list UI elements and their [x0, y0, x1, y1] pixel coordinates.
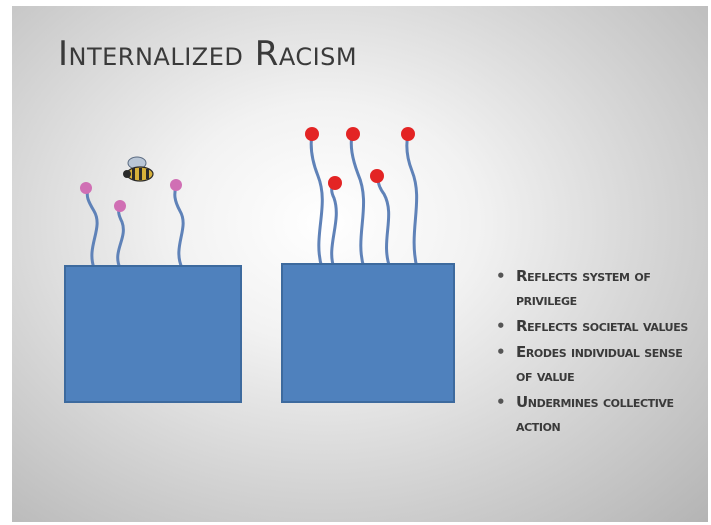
- left-stem-3: [173, 184, 185, 270]
- left-group-stems: [85, 184, 185, 270]
- bullet-item: Reflects system of privilege: [492, 264, 702, 312]
- left-head-3: [170, 179, 182, 191]
- bullet-item: Erodes individual sense of value: [492, 340, 702, 388]
- right-group-heads: [305, 127, 415, 190]
- right-block: [281, 263, 455, 403]
- bullet-item: Reflects societal values: [492, 314, 702, 338]
- left-head-1: [80, 182, 92, 194]
- right-stem-1: [309, 132, 324, 270]
- right-stem-2: [330, 181, 338, 270]
- right-stem-4: [376, 174, 392, 270]
- right-head-3: [401, 127, 415, 141]
- bullet-list: Reflects system of privilege Reflects so…: [492, 264, 702, 440]
- right-head-4: [328, 176, 342, 190]
- right-head-2: [346, 127, 360, 141]
- right-head-1: [305, 127, 319, 141]
- left-stem-2: [116, 204, 125, 270]
- figure: [64, 127, 455, 403]
- right-stem-5: [405, 132, 419, 270]
- left-stem-1: [85, 188, 99, 270]
- bee-icon: [123, 156, 154, 182]
- slide: Internalized Racism: [12, 6, 708, 522]
- bullet-item: Undermines collective action: [492, 390, 702, 438]
- right-head-5: [370, 169, 384, 183]
- left-head-2: [114, 200, 126, 212]
- left-group-heads: [80, 179, 182, 212]
- slide-title: Internalized Racism: [58, 34, 358, 74]
- right-group-stems: [309, 132, 419, 270]
- right-stem-3: [349, 132, 366, 270]
- left-block: [64, 265, 242, 403]
